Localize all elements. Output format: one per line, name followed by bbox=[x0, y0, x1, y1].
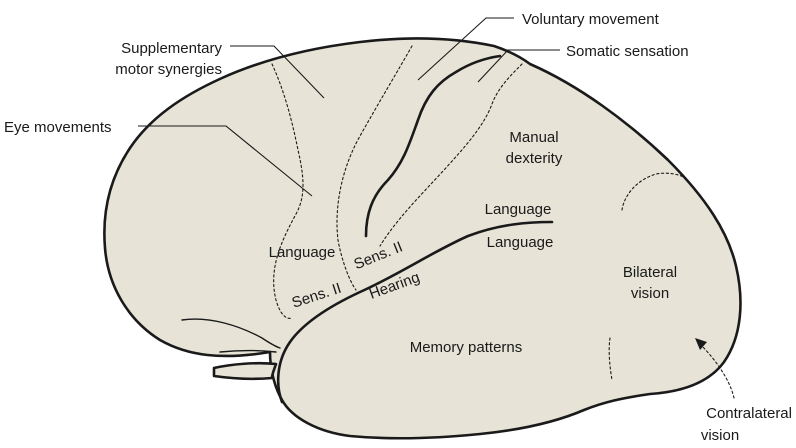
occipital-boundary-lower bbox=[608, 337, 613, 381]
label-eye-movements: Eye movements bbox=[4, 119, 112, 136]
label-manual: Manual bbox=[509, 129, 558, 146]
arrow-head bbox=[695, 338, 707, 350]
orbital-line-2 bbox=[219, 349, 277, 353]
label-vision: vision bbox=[631, 285, 669, 302]
label-language-frontal: Language bbox=[269, 244, 336, 261]
leader-voluntary bbox=[417, 17, 514, 81]
label-dexterity: dexterity bbox=[506, 150, 563, 167]
label-supplementary-line2: motor synergies bbox=[115, 61, 222, 78]
leader-supplementary bbox=[230, 45, 325, 99]
sensory-boundary bbox=[379, 63, 523, 247]
label-contralateral-line2: vision bbox=[701, 427, 739, 444]
label-memory-patterns: Memory patterns bbox=[410, 339, 523, 356]
premotor-boundary bbox=[271, 63, 304, 319]
label-language-upper: Language bbox=[485, 201, 552, 218]
brain-outline bbox=[103, 37, 742, 440]
occipital-boundary-upper bbox=[621, 172, 687, 211]
label-somatic-sensation: Somatic sensation bbox=[566, 43, 689, 60]
label-supplementary-line1: Supplementary bbox=[121, 40, 222, 57]
motor-boundary bbox=[336, 45, 413, 291]
contralateral-arrow bbox=[699, 343, 735, 399]
label-voluntary-movement: Voluntary movement bbox=[522, 11, 660, 28]
label-language-lower: Language bbox=[487, 234, 554, 251]
label-contralateral-line1: Contralateral bbox=[706, 405, 792, 422]
temporal-pole-edge bbox=[276, 220, 554, 404]
label-bilateral: Bilateral bbox=[623, 264, 677, 281]
orbital-line bbox=[181, 318, 281, 349]
central-sulcus bbox=[364, 54, 502, 238]
leader-somatic bbox=[477, 49, 560, 83]
frontal-base-lip bbox=[212, 361, 278, 381]
leader-eye bbox=[138, 125, 313, 197]
